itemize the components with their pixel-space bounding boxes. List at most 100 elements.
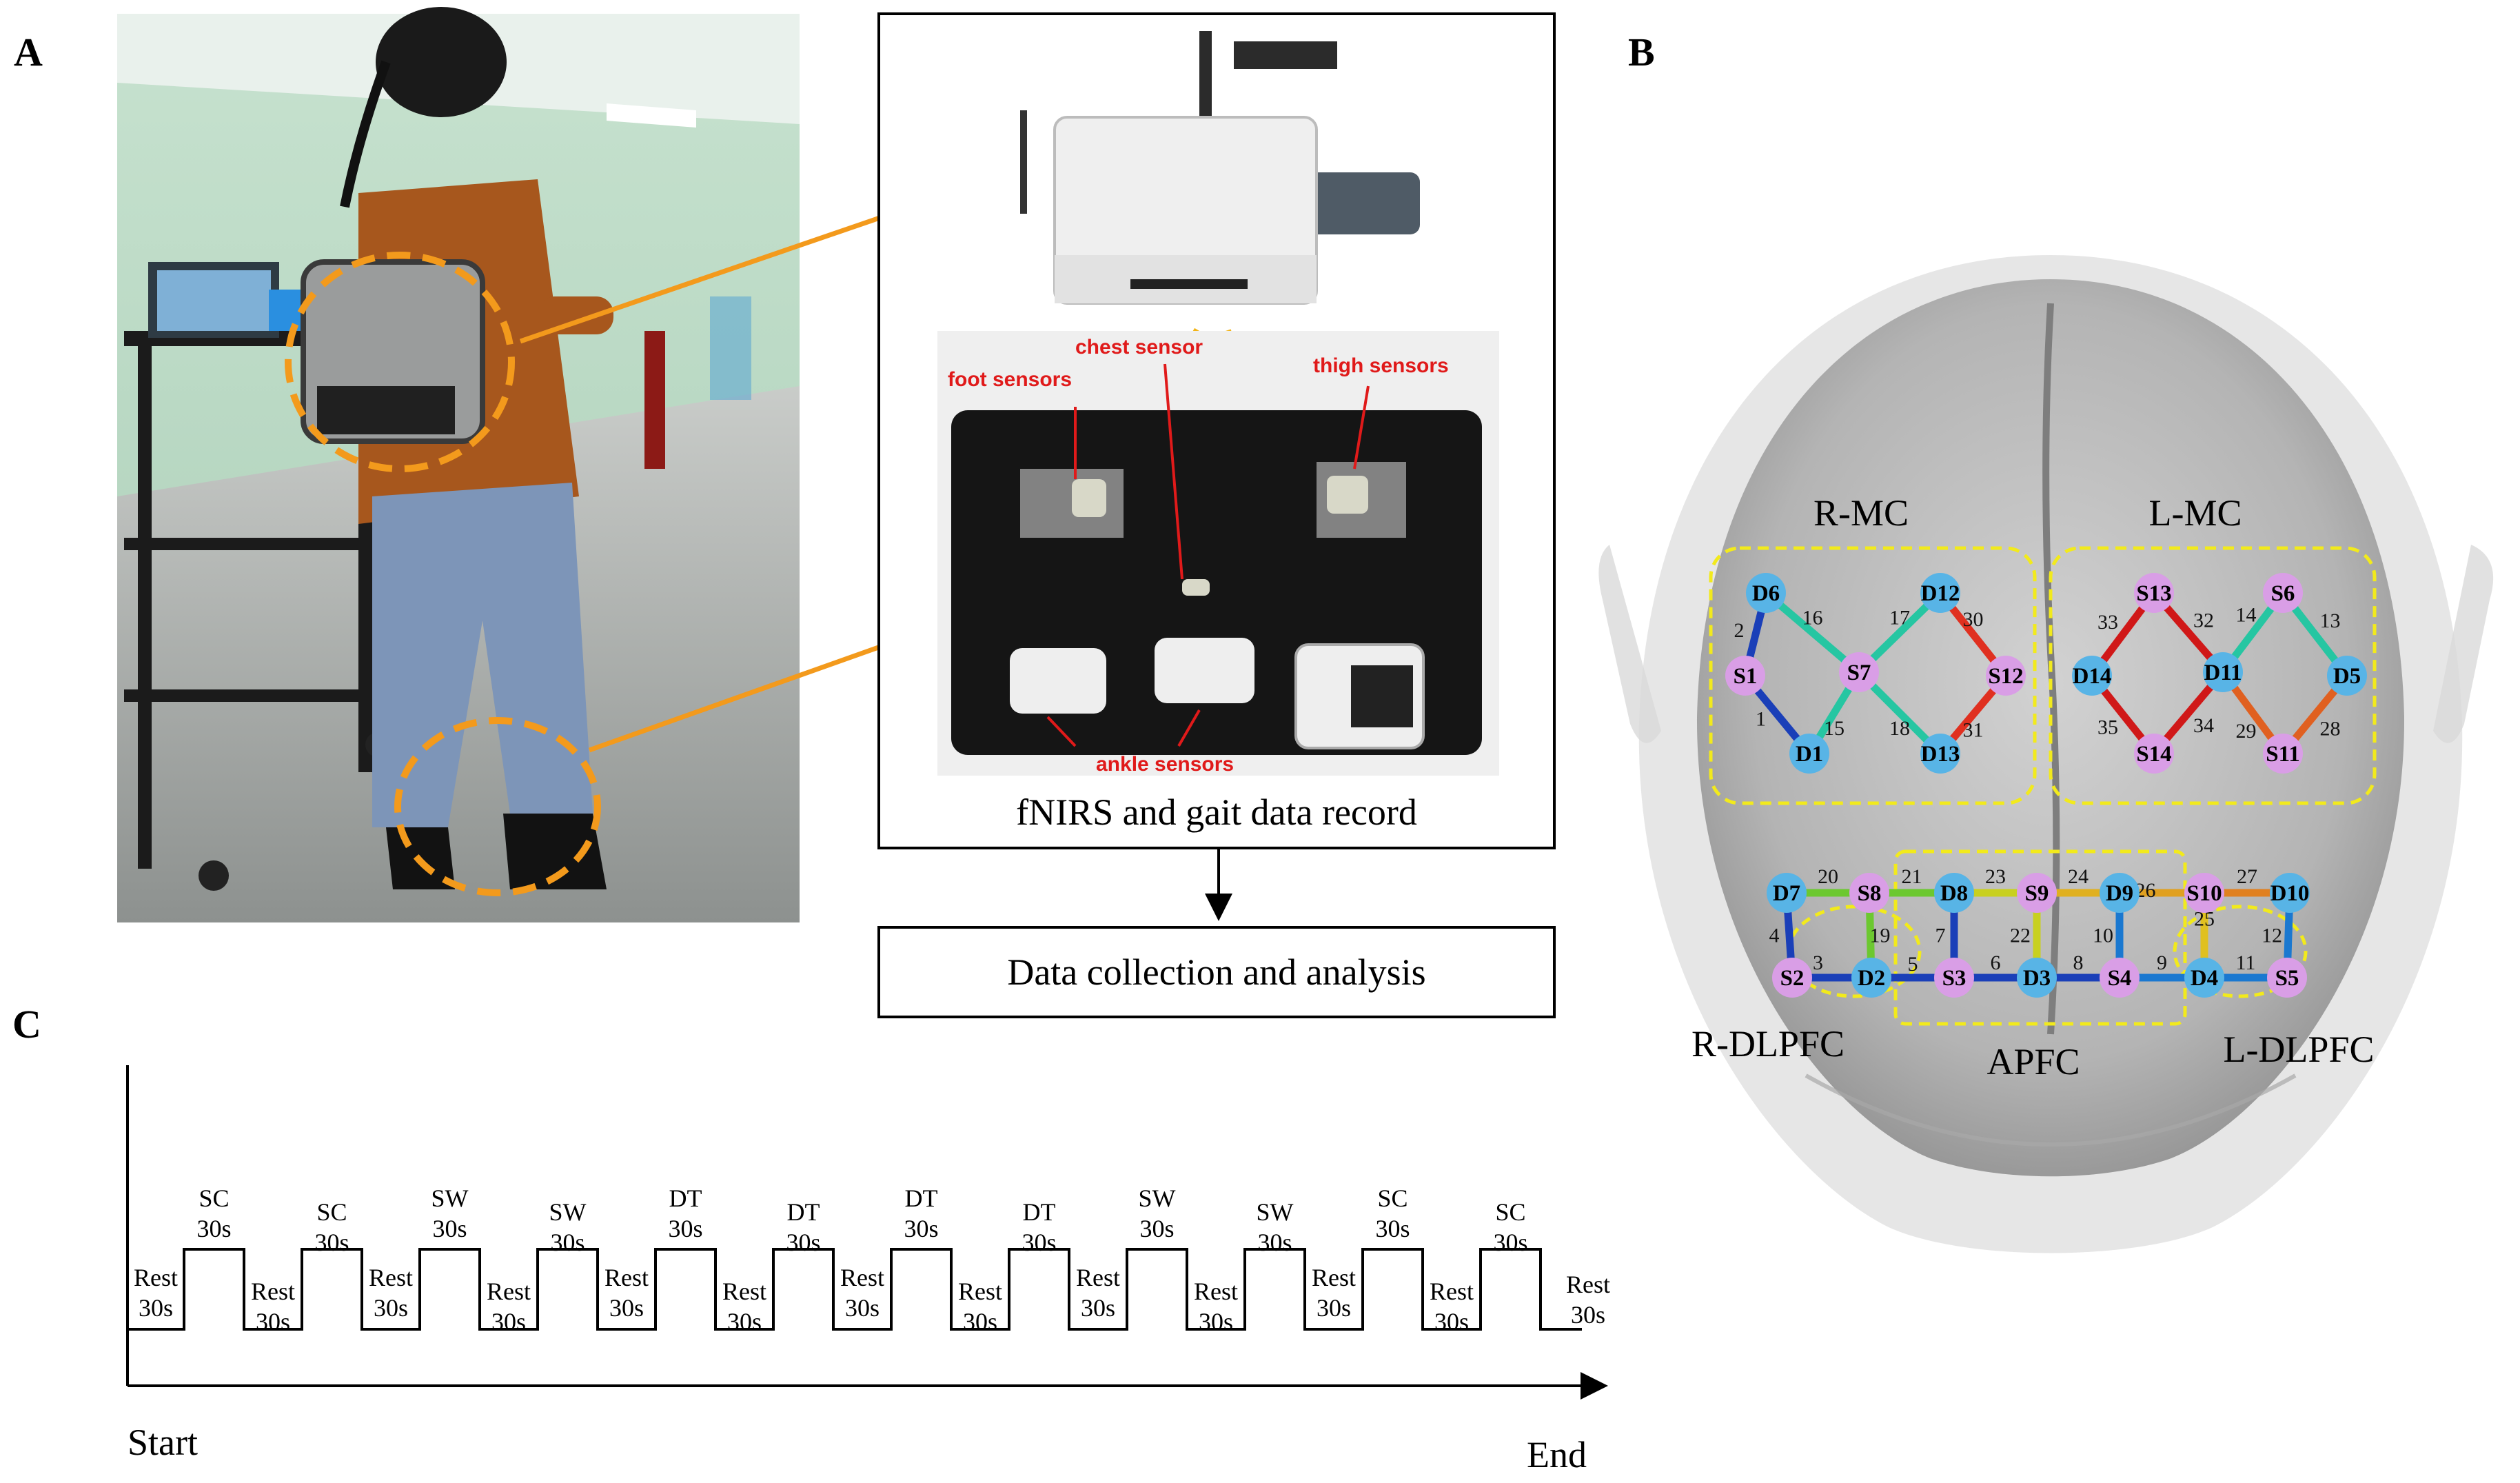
walking-photo [117,7,800,922]
source-optode [1772,958,1812,998]
panel-c-letter: C [12,1002,41,1047]
optode-label: S4 [2108,966,2132,991]
detector-optode [1920,734,1960,774]
source-optode [1725,656,1765,696]
backpack-highlight [285,252,515,472]
optode-label: S8 [1858,881,1882,906]
optode-label: D5 [2333,664,2361,689]
fnirs-device [1020,31,1420,305]
detector-optode [2327,656,2367,696]
ldlpfc-roi-box [2173,905,2308,998]
channel-number: 14 [2236,604,2257,627]
apfc-label: APFC [1986,1041,2080,1082]
optode-label: S10 [2186,881,2222,906]
channel-number: 35 [2097,716,2118,739]
apfc-roi-box [1893,849,2187,1026]
detector-optode [1767,873,1807,913]
detector-optode [1789,734,1829,774]
detector-optode [2270,873,2310,913]
channel-number: 9 [2157,951,2167,974]
cart [124,262,390,891]
optode-label: D9 [2106,881,2133,906]
channel-number: 3 [1813,951,1823,974]
source-optode [1986,656,2026,696]
channel-number: 5 [1908,953,1918,976]
channel-number: 19 [1870,925,1891,947]
channel-number: 15 [1824,717,1845,740]
source-optode [2017,873,2057,913]
optode-label: S13 [2136,581,2171,606]
optode-label: S14 [2136,742,2171,767]
timeline-start: Start [128,1422,198,1463]
optode-label: D8 [1940,881,1968,906]
detector-optode [2017,958,2057,998]
detector-optode [2100,873,2140,913]
panel-a-letter: A [14,30,43,74]
optode-label: D12 [1921,581,1960,606]
channel-number: 20 [1818,865,1838,888]
source-optode [2184,873,2224,913]
detector-optode [1934,873,1974,913]
source-optode [1849,873,1889,913]
detector-optode [2203,652,2243,692]
source-optode [2100,958,2140,998]
optode-label: S12 [1988,664,2023,689]
channel-number: 31 [1963,719,1984,742]
channel-number: 7 [1935,925,1946,947]
channel-number: 17 [1889,607,1910,629]
detector-optode [2184,958,2224,998]
walking-subject [301,7,613,889]
optode-label: S9 [2025,881,2049,906]
channel-number: 16 [1802,607,1823,629]
channel-16 [1762,589,1863,676]
channel-number: 12 [2262,925,2282,947]
channel-number: 4 [1769,925,1780,947]
ldlpfc-label: L-DLPFC [2223,1029,2374,1070]
channel-number: 11 [2236,951,2256,974]
lmc-roi-box [2049,546,2377,805]
channel-number: 8 [2073,951,2084,974]
optode-label: D10 [2270,881,2310,906]
block-design-wave [128,1248,1582,1331]
optode-label: S7 [1847,660,1871,685]
lmc-label: L-MC [2149,492,2242,534]
channel-number: 1 [1756,708,1766,731]
rmc-roi-box [1709,546,2037,805]
analysis-box [877,926,1556,1018]
channel-number: 22 [2010,925,2031,947]
optode-label: S11 [2266,742,2300,767]
rmc-label: R-MC [1813,492,1909,534]
channel-number: 29 [2236,720,2257,743]
rdlpfc-label: R-DLPFC [1691,1023,1845,1065]
detector-optode [1746,573,1786,613]
thigh-sensors-label: thigh sensors [1313,354,1449,377]
channel-number: 27 [2237,865,2257,888]
optode-label: D14 [2073,664,2112,689]
channel-number: 23 [1985,865,2006,888]
channel-number: 32 [2193,609,2214,632]
detector-optode [2072,656,2112,696]
optode-label: D3 [2023,966,2051,991]
